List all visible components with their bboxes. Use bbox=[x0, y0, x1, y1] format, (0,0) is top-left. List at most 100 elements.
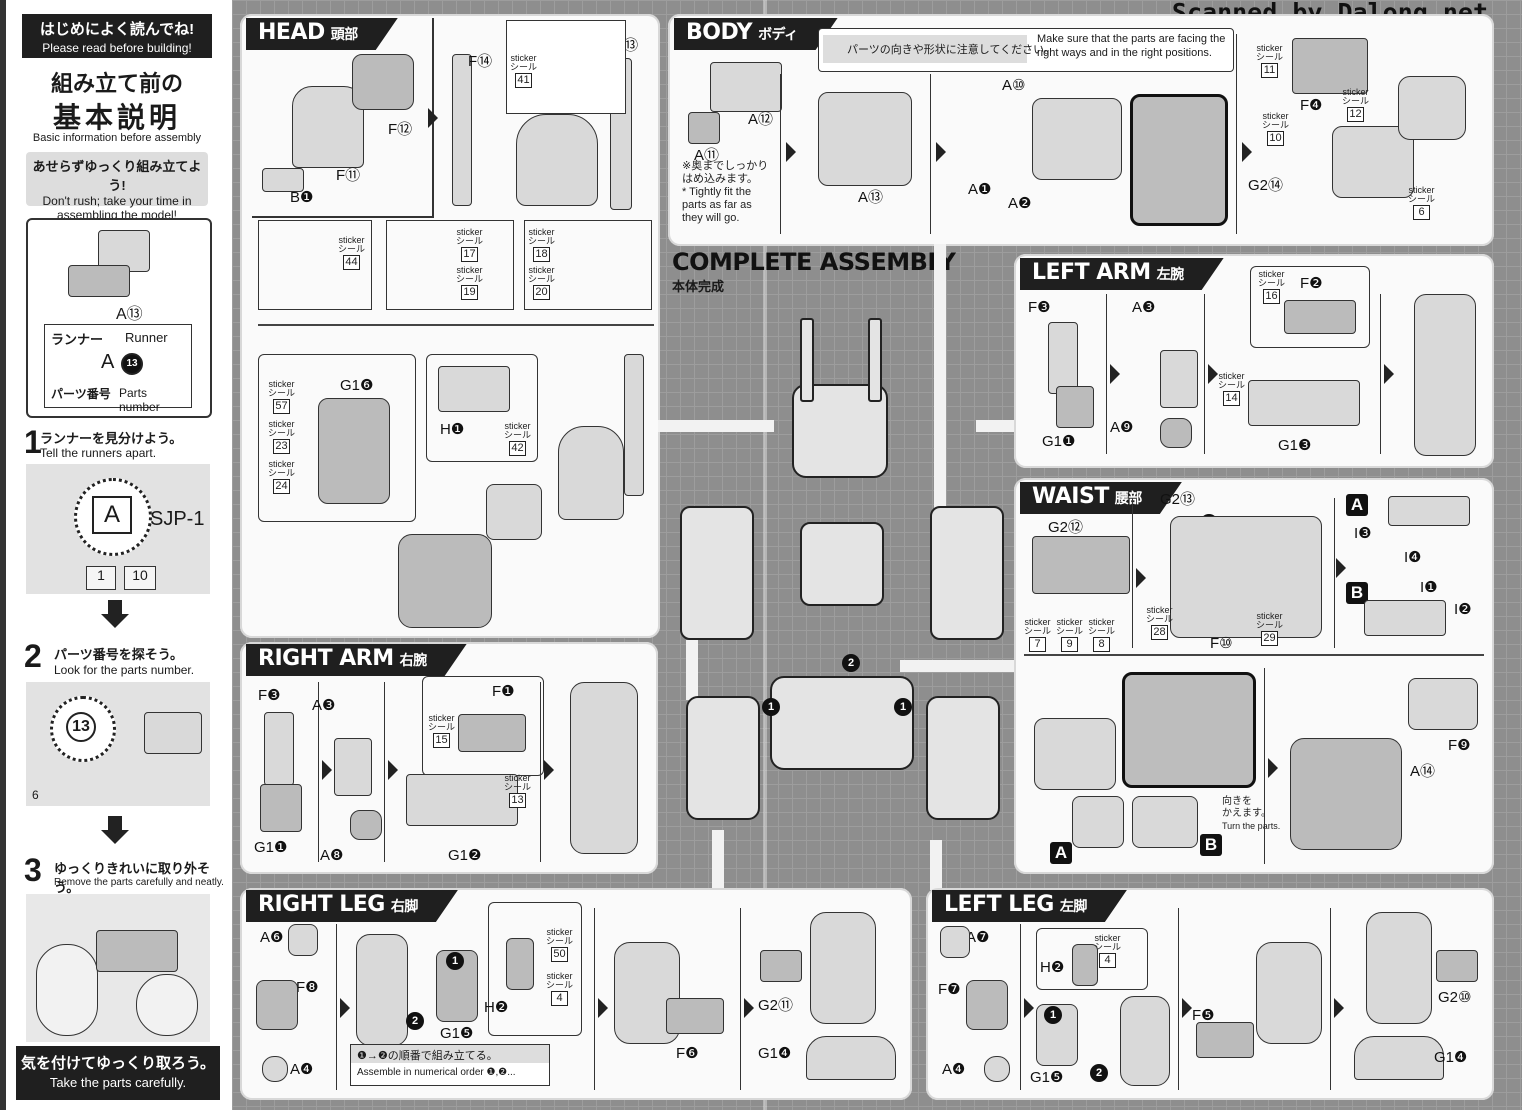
waist-core-drawing bbox=[1032, 536, 1130, 594]
label-f12: F⑫ bbox=[388, 121, 413, 138]
body-inset bbox=[1130, 94, 1228, 226]
ll-foot-joint-drawing bbox=[984, 1056, 1010, 1082]
label-rl-a6: A❻ bbox=[260, 929, 284, 946]
ll-step-2: 2 bbox=[1090, 1064, 1108, 1082]
label-f14: F⑭ bbox=[468, 53, 493, 70]
label-ll-a4: A❹ bbox=[942, 1061, 966, 1078]
waist-joint-drawing bbox=[1408, 678, 1478, 730]
label-h1: H❶ bbox=[440, 421, 465, 438]
runner-cell-1: 1 bbox=[86, 566, 116, 590]
label-i3: I❸ bbox=[1354, 525, 1372, 542]
label-a10: A⑩ bbox=[1002, 77, 1026, 94]
body-sep-1 bbox=[780, 74, 781, 234]
body-torso-drawing bbox=[1332, 126, 1414, 198]
runner-part-drawing bbox=[96, 930, 178, 972]
waist-skirt-b-attached bbox=[1132, 796, 1198, 848]
head-title-en: HEAD bbox=[258, 20, 325, 45]
right-leg-title-jp: 右脚 bbox=[390, 899, 418, 915]
note-jp-2: はめ込みます。 bbox=[682, 173, 758, 185]
head-crest-frame bbox=[426, 354, 538, 462]
ll-step-1: 1 bbox=[1044, 1006, 1062, 1024]
assembly-antenna-left bbox=[800, 318, 814, 402]
la-sep-3 bbox=[1380, 294, 1381, 454]
label-ra-g1-2: G1❷ bbox=[448, 847, 482, 864]
assembly-body-drawing bbox=[800, 522, 884, 606]
label-ll-f5: F❺ bbox=[1192, 1007, 1215, 1024]
runner-box: ランナー Runner A 13 パーツ番号 Parts number bbox=[44, 324, 192, 414]
label-rl-f8: F❽ bbox=[296, 979, 319, 996]
label-g2-14: G2⑭ bbox=[1248, 177, 1284, 194]
down-arrow-1 bbox=[108, 600, 122, 614]
body-chest-drawing bbox=[1292, 38, 1368, 94]
ll-thigh-drawing bbox=[966, 980, 1008, 1030]
label-a11: A⑪ bbox=[694, 147, 720, 164]
rl-complete-drawing bbox=[810, 912, 876, 1024]
ra-sep-2 bbox=[384, 682, 385, 862]
ra-hand-drawing bbox=[350, 810, 382, 840]
body-title-jp: ボディ bbox=[758, 27, 798, 43]
hand-drawing bbox=[36, 944, 98, 1036]
head-assembled-drawing bbox=[516, 114, 598, 206]
notice-jp-banner bbox=[823, 35, 1027, 63]
label-a12: A⑫ bbox=[748, 111, 774, 128]
ra-arrow-1 bbox=[322, 760, 332, 780]
head-fin-tall-drawing bbox=[624, 354, 644, 496]
rl-sticker-inset bbox=[488, 902, 582, 1036]
step1-num: 1 bbox=[24, 424, 42, 460]
rl-sep-3 bbox=[740, 908, 741, 1090]
ll-sticker-inset bbox=[1036, 928, 1148, 990]
assembly-arm-right-drawing bbox=[930, 506, 1004, 640]
step2-illustration: 13 6 bbox=[26, 682, 210, 806]
rl-arrow-1 bbox=[340, 998, 350, 1018]
waist-skirt-a-attached bbox=[1072, 796, 1124, 848]
label-la-f3: F❸ bbox=[1028, 299, 1051, 316]
runner-side-num: 6 bbox=[32, 788, 39, 802]
down-arrow-1-head bbox=[101, 614, 129, 628]
label-ra-f3: F❸ bbox=[258, 687, 281, 704]
label-ra-g1-1: G1❶ bbox=[254, 839, 288, 856]
ll-arrow-3 bbox=[1334, 998, 1344, 1018]
head-sticker-frame-3 bbox=[524, 220, 652, 310]
ll-sep-2 bbox=[1178, 908, 1179, 1090]
head-crest-drawing bbox=[438, 366, 510, 412]
label-g2-13: G2⑬ bbox=[1160, 491, 1196, 508]
variant-a-badge: A bbox=[1346, 494, 1368, 516]
ll-sep-1 bbox=[1020, 924, 1021, 1090]
ll-ankle-drawing bbox=[1072, 944, 1098, 986]
label-i4: I❹ bbox=[1404, 549, 1422, 566]
rl-order-box: ❶→❷の順番で組み立てる。 Assemble in numerical orde… bbox=[350, 1044, 550, 1086]
right-arm-title-jp: 右腕 bbox=[399, 653, 427, 669]
body-fit-note: ※奥までしっかり はめ込みます。 * Tightly fit the parts… bbox=[682, 160, 768, 225]
waist-arrow-3 bbox=[1268, 758, 1278, 778]
waist-sep-1 bbox=[1132, 498, 1133, 648]
right-arm-title-en: RIGHT ARM bbox=[258, 646, 394, 671]
ra-sep-3 bbox=[540, 682, 541, 862]
footer-jp: 気を付けてゆっくり取ろう。 bbox=[20, 1055, 216, 1072]
read-first-header: はじめによく読んでね! Please read before building! bbox=[22, 14, 212, 58]
assembly-leg-left-drawing bbox=[926, 696, 1000, 820]
la-hand-drawing bbox=[1160, 418, 1192, 448]
runner-number: 13 bbox=[121, 353, 143, 375]
complete-title-jp: 本体完成 bbox=[672, 279, 725, 294]
header-jp: はじめによく読んでね! bbox=[39, 21, 195, 38]
head-back-drawing bbox=[352, 54, 414, 110]
rl-order-banner bbox=[351, 1045, 549, 1063]
hand-drawing-2 bbox=[136, 974, 198, 1036]
body-bracket-drawing bbox=[688, 112, 720, 144]
la-shoulder-drawing bbox=[1056, 386, 1094, 428]
left-arm-title-en: LEFT ARM bbox=[1032, 260, 1151, 285]
ll-arrow-1 bbox=[1024, 998, 1034, 1018]
example-box: A⑬ ランナー Runner A 13 パーツ番号 Parts number bbox=[26, 218, 212, 418]
label-a14: A⑭ bbox=[1410, 763, 1436, 780]
tip-en-1: Don't rush; take your time in bbox=[42, 194, 192, 208]
